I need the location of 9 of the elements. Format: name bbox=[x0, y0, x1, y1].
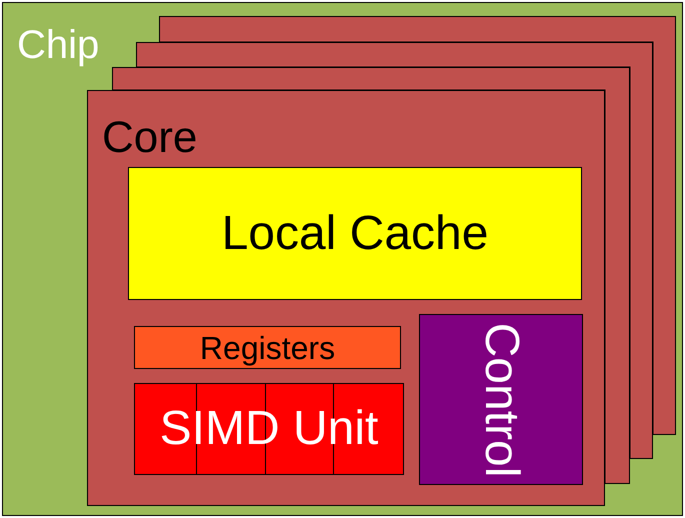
chip-label: Chip bbox=[17, 25, 100, 65]
control-block bbox=[419, 314, 583, 485]
core-label: Core bbox=[102, 116, 198, 160]
cache-label: Local Cache bbox=[222, 210, 488, 258]
registers-block bbox=[134, 326, 401, 369]
core-panel bbox=[87, 90, 605, 506]
registers-label: Registers bbox=[200, 332, 336, 364]
control-label: Control bbox=[477, 322, 525, 477]
cache-block bbox=[128, 167, 582, 300]
